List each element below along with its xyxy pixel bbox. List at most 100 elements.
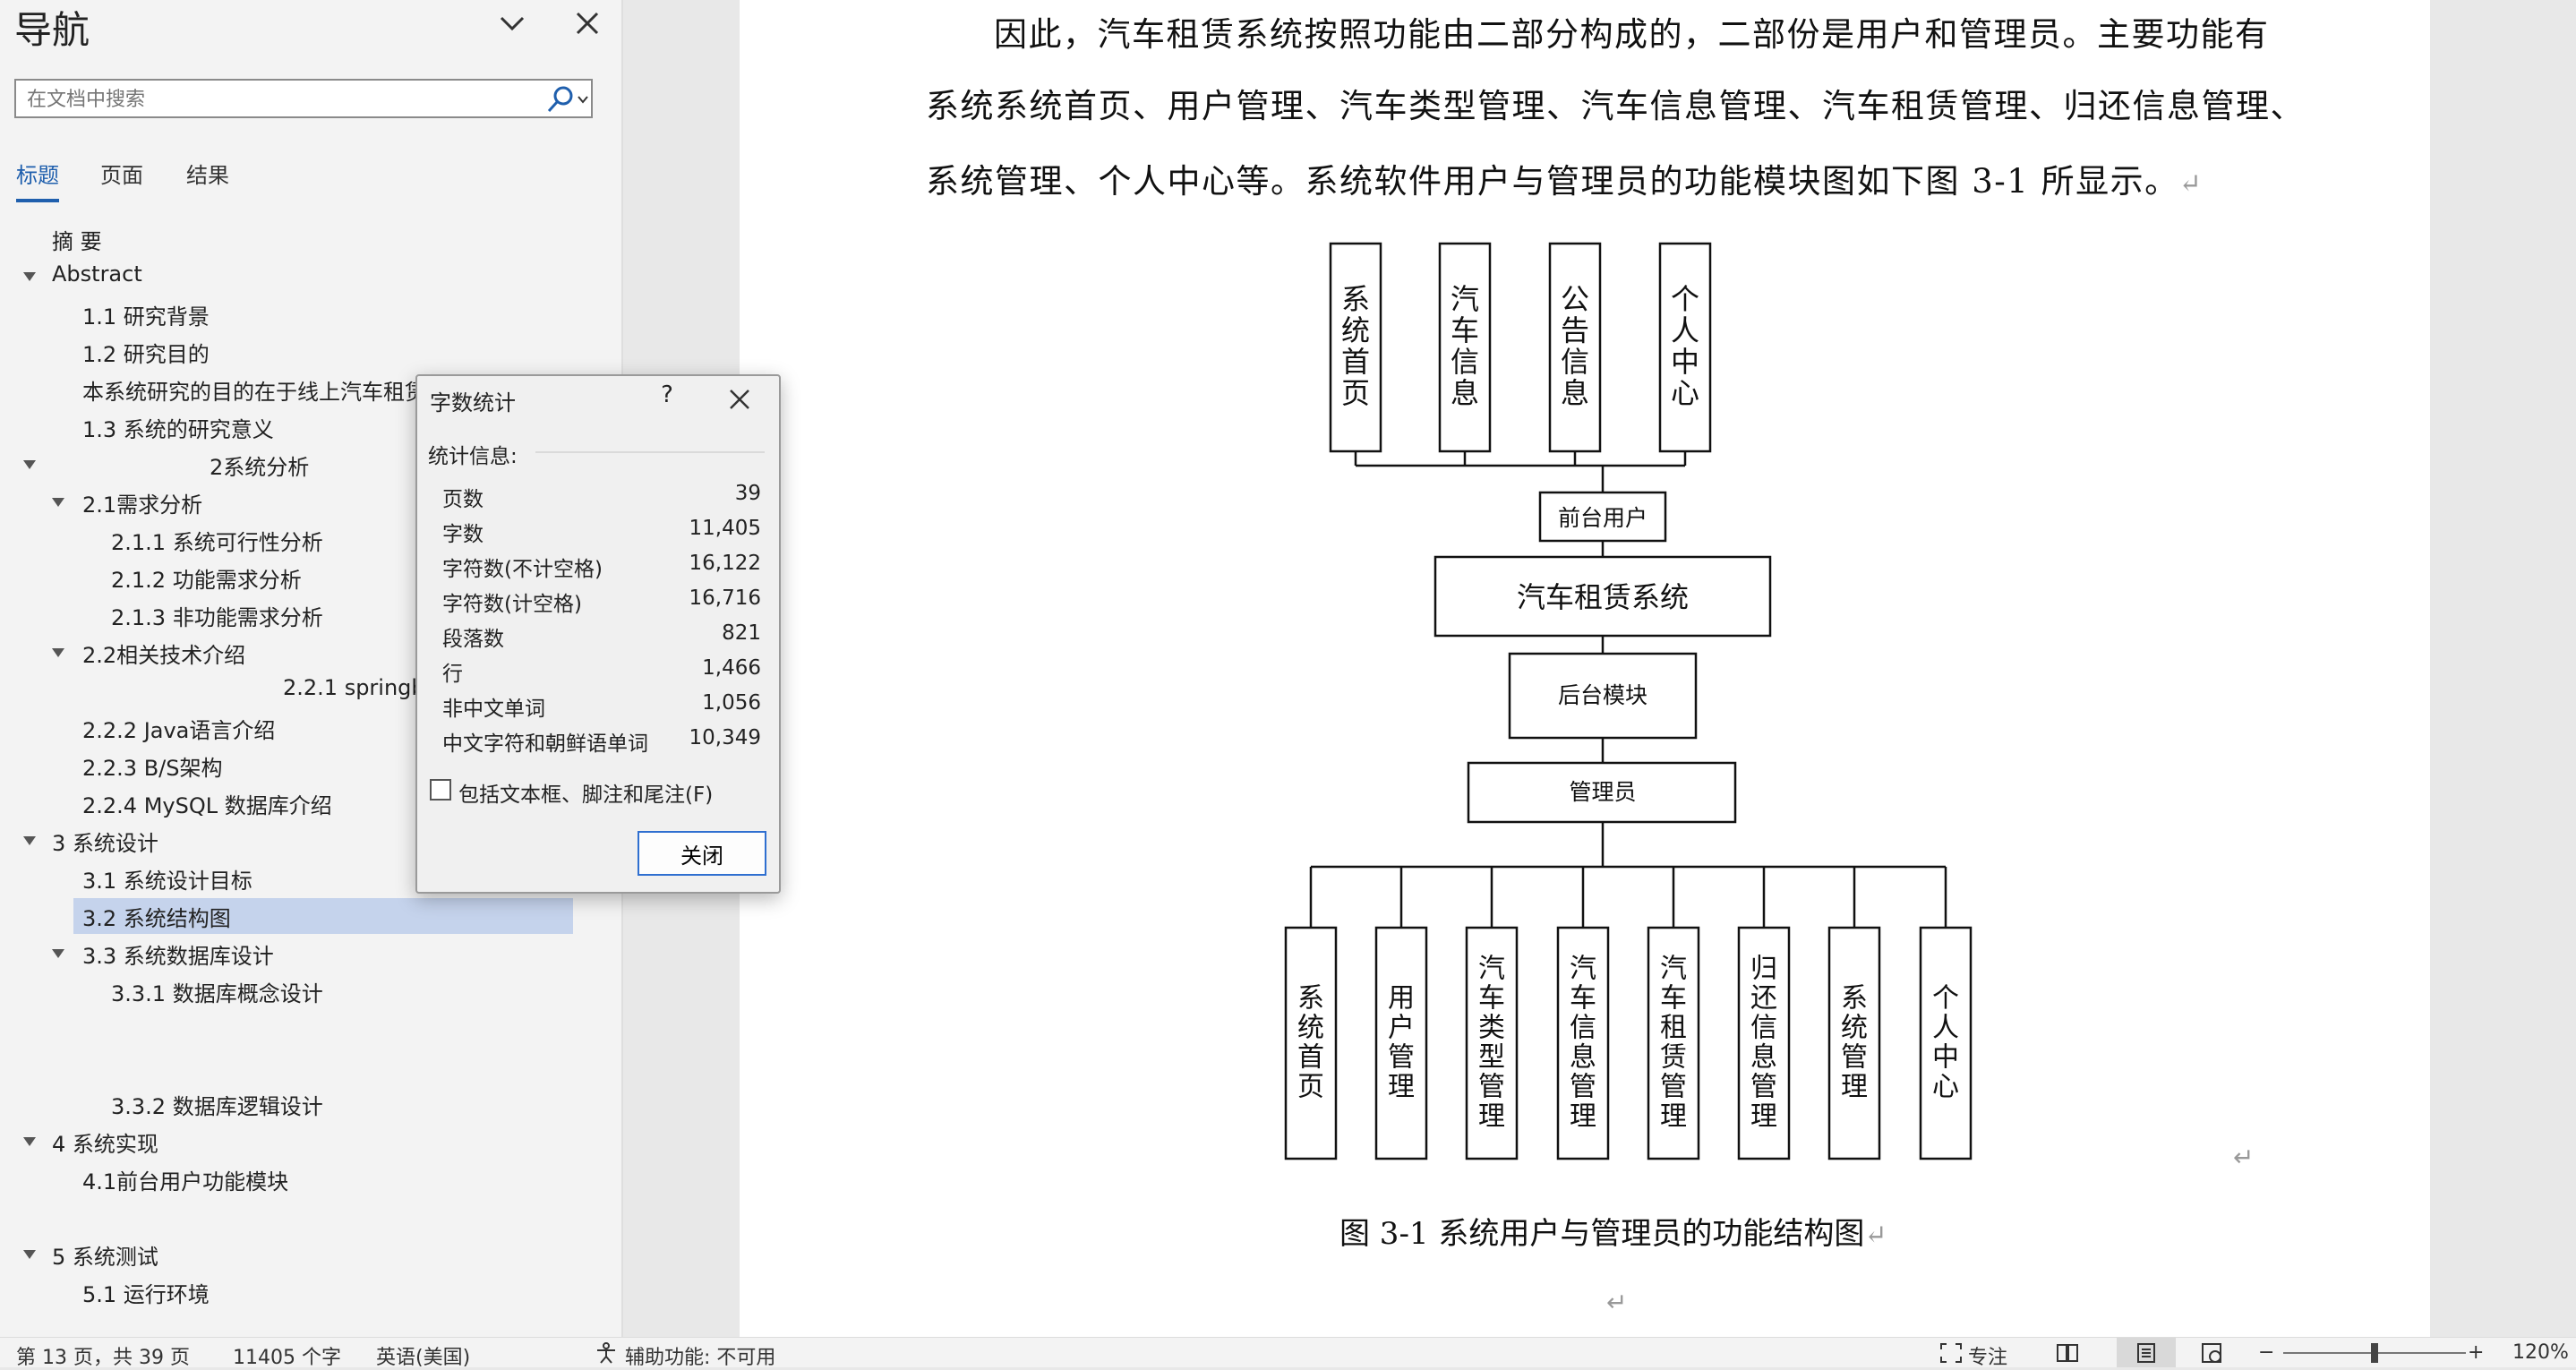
heading-item[interactable]: 2.1需求分析 [82,492,203,518]
stat-value: 821 [722,621,761,645]
heading-item[interactable]: 3.3.1 数据库概念设计 [111,981,323,1006]
heading-item[interactable]: 4 系统实现 [52,1132,158,1157]
expand-toggle-icon[interactable] [23,1137,36,1146]
admin-module-label: 管 [1841,1042,1868,1074]
admin-module-label: 信 [1570,1013,1596,1044]
search-input[interactable] [25,84,530,115]
heading-item-selected[interactable]: 3.2 系统结构图 [82,906,231,931]
focus-icon[interactable] [1939,1342,1963,1364]
accessibility-status[interactable]: 辅助功能: 不可用 [625,1347,776,1369]
chevron-down-icon[interactable] [577,93,589,106]
admin-module-label: 租 [1660,1013,1687,1044]
heading-item[interactable]: 摘 要 [52,229,102,254]
close-icon[interactable] [725,385,754,414]
front-module-label: 个 [1671,282,1699,316]
expand-toggle-icon[interactable] [52,498,64,507]
expand-toggle-icon[interactable] [23,460,36,469]
heading-item[interactable]: 2.1.3 非功能需求分析 [111,605,323,630]
zoom-in-button[interactable]: + [2468,1341,2485,1364]
admin-module-box [1737,926,1791,1160]
heading-item[interactable]: Abstract [52,261,142,287]
nav-search-box[interactable] [14,79,593,118]
search-icon[interactable] [546,84,575,115]
admin-module-label: 管 [1478,1072,1505,1103]
front-module-label: 汽 [1451,282,1479,316]
paragraph-mark: ↵ [2233,1143,2255,1172]
focus-mode-label[interactable]: 专注 [1968,1347,2008,1369]
admin-module-label: 汽 [1478,954,1505,985]
word-count-status[interactable]: 11405 个字 [233,1347,341,1369]
accessibility-icon[interactable] [595,1342,618,1364]
page-count-status[interactable]: 第 13 页，共 39 页 [16,1347,190,1369]
include-textboxes-label[interactable]: 包括文本框、脚注和尾注(F) [458,783,714,807]
heading-item[interactable]: 2.2.3 B/S架构 [82,756,223,781]
system-label: 汽车租赁系统 [1517,580,1689,614]
admin-module-label: 理 [1841,1072,1868,1103]
include-textboxes-checkbox[interactable] [430,779,451,801]
expand-toggle-icon[interactable] [23,836,36,845]
heading-item[interactable]: 2.2.1 springb [283,675,425,700]
heading-item[interactable]: 2系统分析 [210,455,310,480]
admin-module-label: 理 [1660,1101,1687,1133]
expand-toggle-icon[interactable] [23,272,36,281]
help-icon[interactable]: ? [661,381,673,408]
expand-toggle-icon[interactable] [52,949,64,958]
stats-section-label: 统计信息: [428,445,518,468]
front-module-box [1548,242,1602,453]
stat-label: 字符数(不计空格) [442,558,603,581]
heading-item[interactable]: 5.1 运行环境 [82,1282,210,1307]
heading-item[interactable]: 1.3 系统的研究意义 [82,417,274,442]
heading-item[interactable]: 3.3 系统数据库设计 [82,944,274,969]
expand-toggle-icon[interactable] [23,1250,36,1259]
admin-module-label: 还 [1750,983,1777,1015]
heading-item[interactable]: 2.2.2 Java语言介绍 [82,718,276,743]
heading-item[interactable]: 本系统研究的目的在于线上汽车租赁 [82,380,426,405]
heading-item[interactable]: 2.1.2 功能需求分析 [111,568,302,593]
heading-item[interactable]: 1.2 研究目的 [82,342,210,367]
admin-module-label: 赁 [1660,1042,1687,1074]
tab-headings[interactable]: 标题 [16,163,59,188]
admin-module-label: 系 [1297,983,1324,1015]
admin-module-label: 心 [1932,1072,1959,1103]
stat-label: 字数 [442,523,484,546]
backend-box [1508,652,1698,740]
read-mode-icon[interactable] [2056,1342,2079,1364]
admin-module-label: 理 [1478,1101,1505,1133]
web-layout-icon[interactable] [2201,1342,2224,1364]
heading-item[interactable]: 3 系统设计 [52,831,158,856]
front-user-box [1538,491,1667,543]
close-button[interactable]: 关闭 [638,831,766,876]
heading-item[interactable]: 3.3.2 数据库逻辑设计 [111,1094,323,1119]
tab-pages[interactable]: 页面 [100,163,143,188]
front-module-label: 告 [1561,313,1589,347]
admin-module-label: 车 [1660,983,1687,1015]
zoom-slider-thumb[interactable] [2371,1343,2378,1363]
heading-item[interactable]: 3.1 系统设计目标 [82,869,252,894]
admin-module-label: 息 [1750,1042,1777,1074]
front-module-label: 统 [1341,313,1370,347]
heading-item[interactable]: 2.2.4 MySQL 数据库介绍 [82,793,332,818]
admin-module-label: 型 [1478,1042,1505,1074]
status-bar: 第 13 页，共 39 页 11405 个字 英语(美国) 辅助功能: 不可用 … [0,1337,2576,1369]
print-layout-icon[interactable] [2135,1342,2158,1364]
expand-toggle-icon[interactable] [52,648,64,657]
tab-results[interactable]: 结果 [186,163,229,188]
heading-item[interactable]: 5 系统测试 [52,1245,158,1270]
connector-lines [1309,451,1947,928]
admin-module-box [1465,926,1519,1160]
stat-value: 1,056 [702,691,761,715]
heading-item[interactable]: 2.1.1 系统可行性分析 [111,530,323,555]
admin-module-label: 中 [1932,1042,1959,1074]
heading-item[interactable]: 4.1前台用户功能模块 [82,1169,289,1194]
heading-item[interactable]: 1.1 研究背景 [82,304,210,330]
chevron-down-icon[interactable] [494,5,530,41]
heading-item[interactable]: 2.2相关技术介绍 [82,643,246,668]
zoom-out-button[interactable]: − [2258,1341,2275,1364]
zoom-level[interactable]: 120% [2512,1341,2569,1364]
admin-module-label: 车 [1478,983,1505,1015]
close-icon[interactable] [569,5,605,41]
language-status[interactable]: 英语(美国) [376,1347,471,1369]
